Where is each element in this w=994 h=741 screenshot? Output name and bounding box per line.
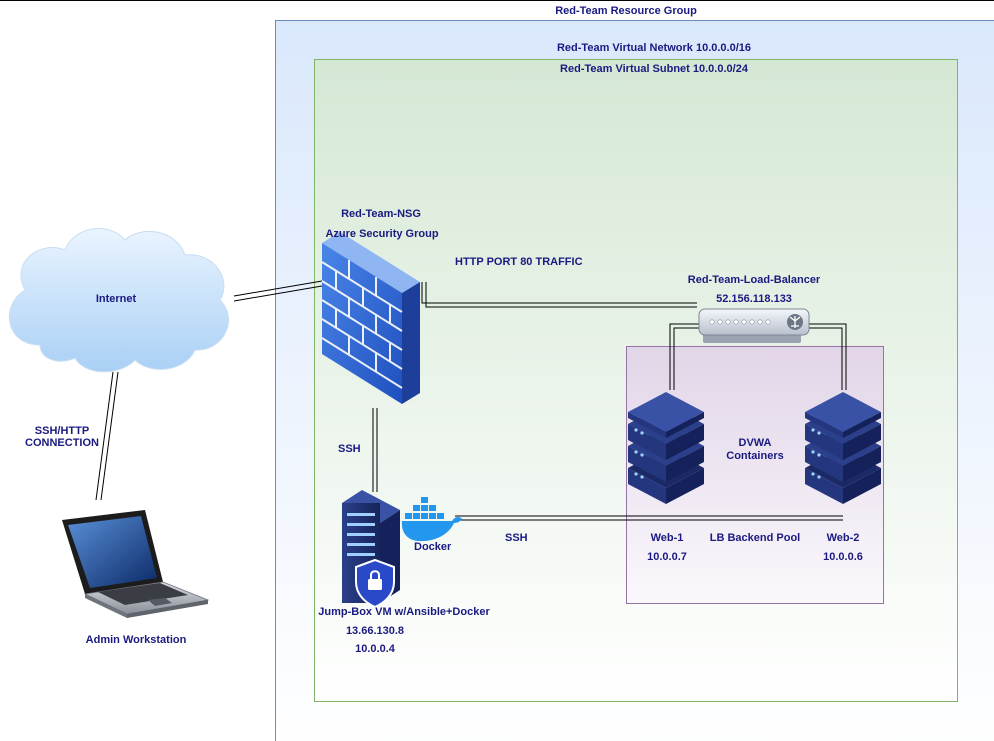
jumpbox-public-ip-label: 13.66.130.8 (345, 625, 405, 637)
load-balancer-ip-label: 52.156.118.133 (716, 293, 792, 305)
jumpbox-label: Jump-Box VM w/Ansible+Docker (318, 606, 490, 618)
subnet-label: Red-Team Virtual Subnet 10.0.0.0/24 (560, 63, 748, 75)
edge-lb-web1-a (669, 323, 699, 390)
web1-label: Web-1 (650, 532, 684, 544)
dvwa-label-line1: DVWA (738, 437, 772, 449)
edge-internet-admin-a (95, 371, 114, 501)
web2-label: Web-2 (826, 532, 860, 544)
admin-workstation-label: Admin Workstation (85, 634, 187, 646)
shield-lock-icon (355, 558, 395, 609)
resource-group-label: Red-Team Resource Group (555, 5, 697, 17)
vnet-label: Red-Team Virtual Network 10.0.0.0/16 (556, 42, 752, 54)
web2-server-icon (805, 392, 881, 504)
load-balancer-label: Red-Team-Load-Balancer (687, 274, 821, 286)
ssh-jumpbox-web-label: SSH (505, 532, 528, 544)
docker-label: Docker (414, 541, 452, 553)
jumpbox-server-icon (342, 490, 400, 603)
docker-icon (401, 497, 462, 542)
web1-ip-label: 10.0.0.7 (647, 551, 687, 563)
internet-label: Internet (95, 293, 137, 305)
web1-server-icon (628, 392, 704, 504)
nsg-type-label: Azure Security Group (325, 228, 439, 240)
dvwa-label-line2: Containers (726, 450, 784, 462)
load-balancer-icon (698, 308, 810, 343)
backend-pool-label: LB Backend Pool (709, 532, 801, 544)
connectors (95, 280, 847, 521)
ssh-http-label-line1: SSH/HTTP (34, 425, 90, 437)
laptop-icon (62, 510, 210, 618)
edge-lb-web2-a (807, 323, 847, 390)
edge-lb-web2-b (807, 327, 843, 390)
edge-lb-web1-b (673, 327, 699, 390)
jumpbox-private-ip-label: 10.0.0.4 (355, 643, 395, 655)
ssh-http-label-line2: CONNECTION (25, 437, 99, 449)
edge-internet-nsg-b (233, 285, 323, 302)
firewall-icon (321, 232, 420, 404)
web2-ip-label: 10.0.0.6 (823, 551, 863, 563)
nsg-name-label: Red-Team-NSG (341, 208, 421, 220)
http-traffic-label: HTTP PORT 80 TRAFFIC (455, 256, 583, 268)
edge-internet-nsg-a (233, 280, 323, 297)
cloud-icon (9, 228, 230, 373)
ssh-nsg-jumpbox-label: SSH (338, 443, 361, 455)
edge-internet-admin-b (100, 371, 119, 501)
edge-nsg-lb-b (425, 282, 697, 308)
edge-nsg-lb-a (421, 282, 697, 304)
